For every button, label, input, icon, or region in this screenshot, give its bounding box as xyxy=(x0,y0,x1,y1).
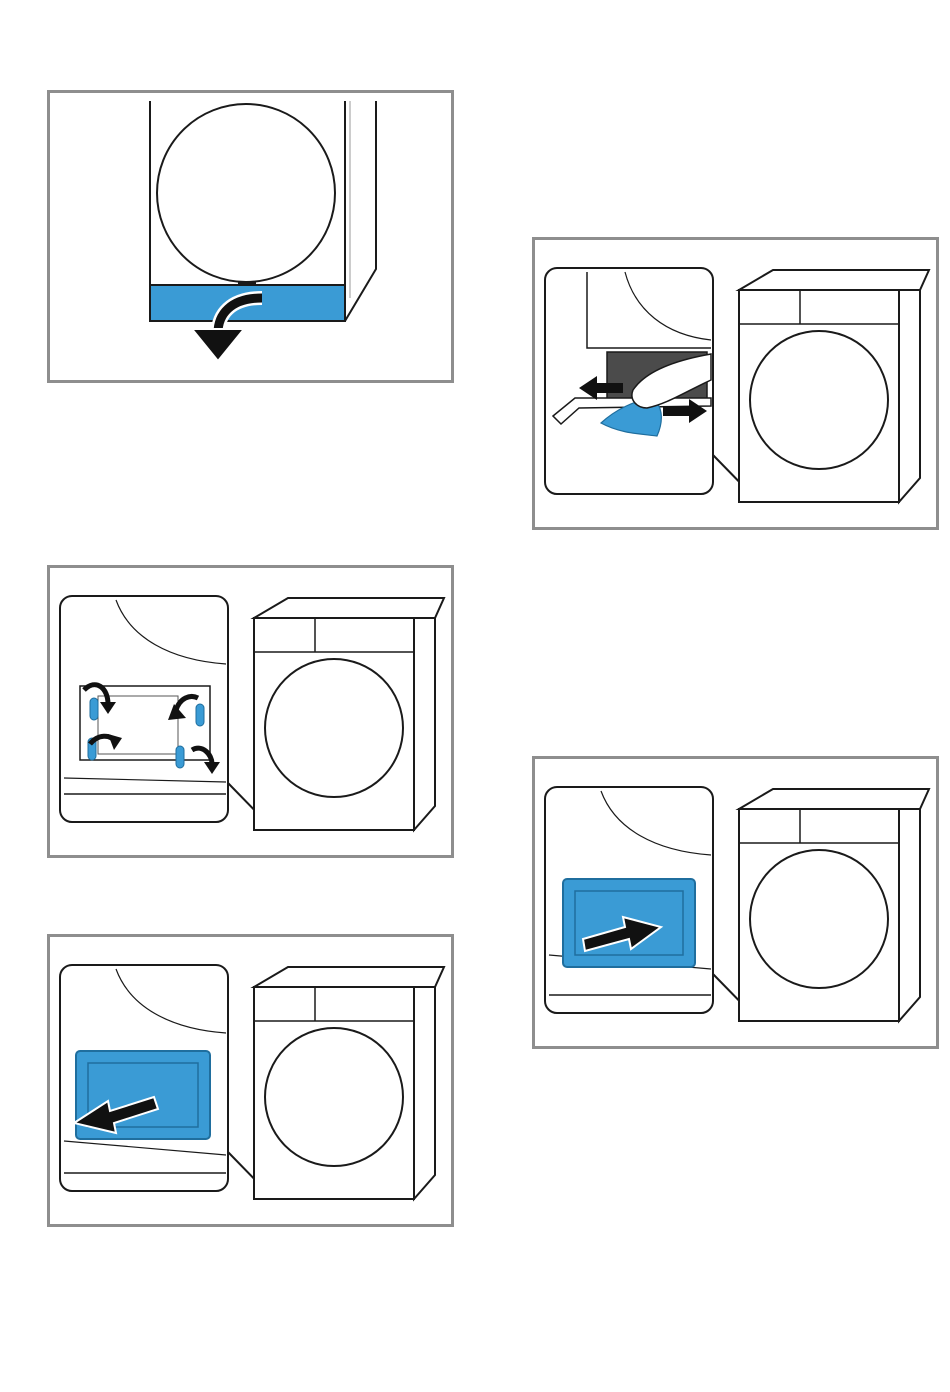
dryer-side-view xyxy=(739,789,929,1021)
figure-5-panel xyxy=(47,934,454,1227)
figure-1-panel xyxy=(47,90,454,383)
dryer-door-circle xyxy=(265,659,403,797)
figure-5-illustration xyxy=(50,937,451,1224)
figure-2-illustration xyxy=(535,240,936,527)
figure-4-illustration xyxy=(535,759,936,1046)
lever-top-right xyxy=(196,704,204,726)
dryer-door-circle xyxy=(750,850,888,988)
dryer-door-circle xyxy=(265,1028,403,1166)
dryer-side-view xyxy=(254,598,444,830)
dryer-side-view xyxy=(254,967,444,1199)
lever-bottom-right xyxy=(176,746,184,768)
dryer-door-circle xyxy=(157,104,335,282)
dryer-door-circle xyxy=(750,331,888,469)
figure-3-panel xyxy=(47,565,454,858)
plinth-handle xyxy=(238,282,256,286)
lever-top-left xyxy=(90,698,98,720)
figure-3-illustration xyxy=(50,568,451,855)
figure-2-panel xyxy=(532,237,939,530)
figure-1-illustration xyxy=(50,93,451,380)
dryer-side-view xyxy=(739,270,929,502)
figure-4-panel xyxy=(532,756,939,1049)
